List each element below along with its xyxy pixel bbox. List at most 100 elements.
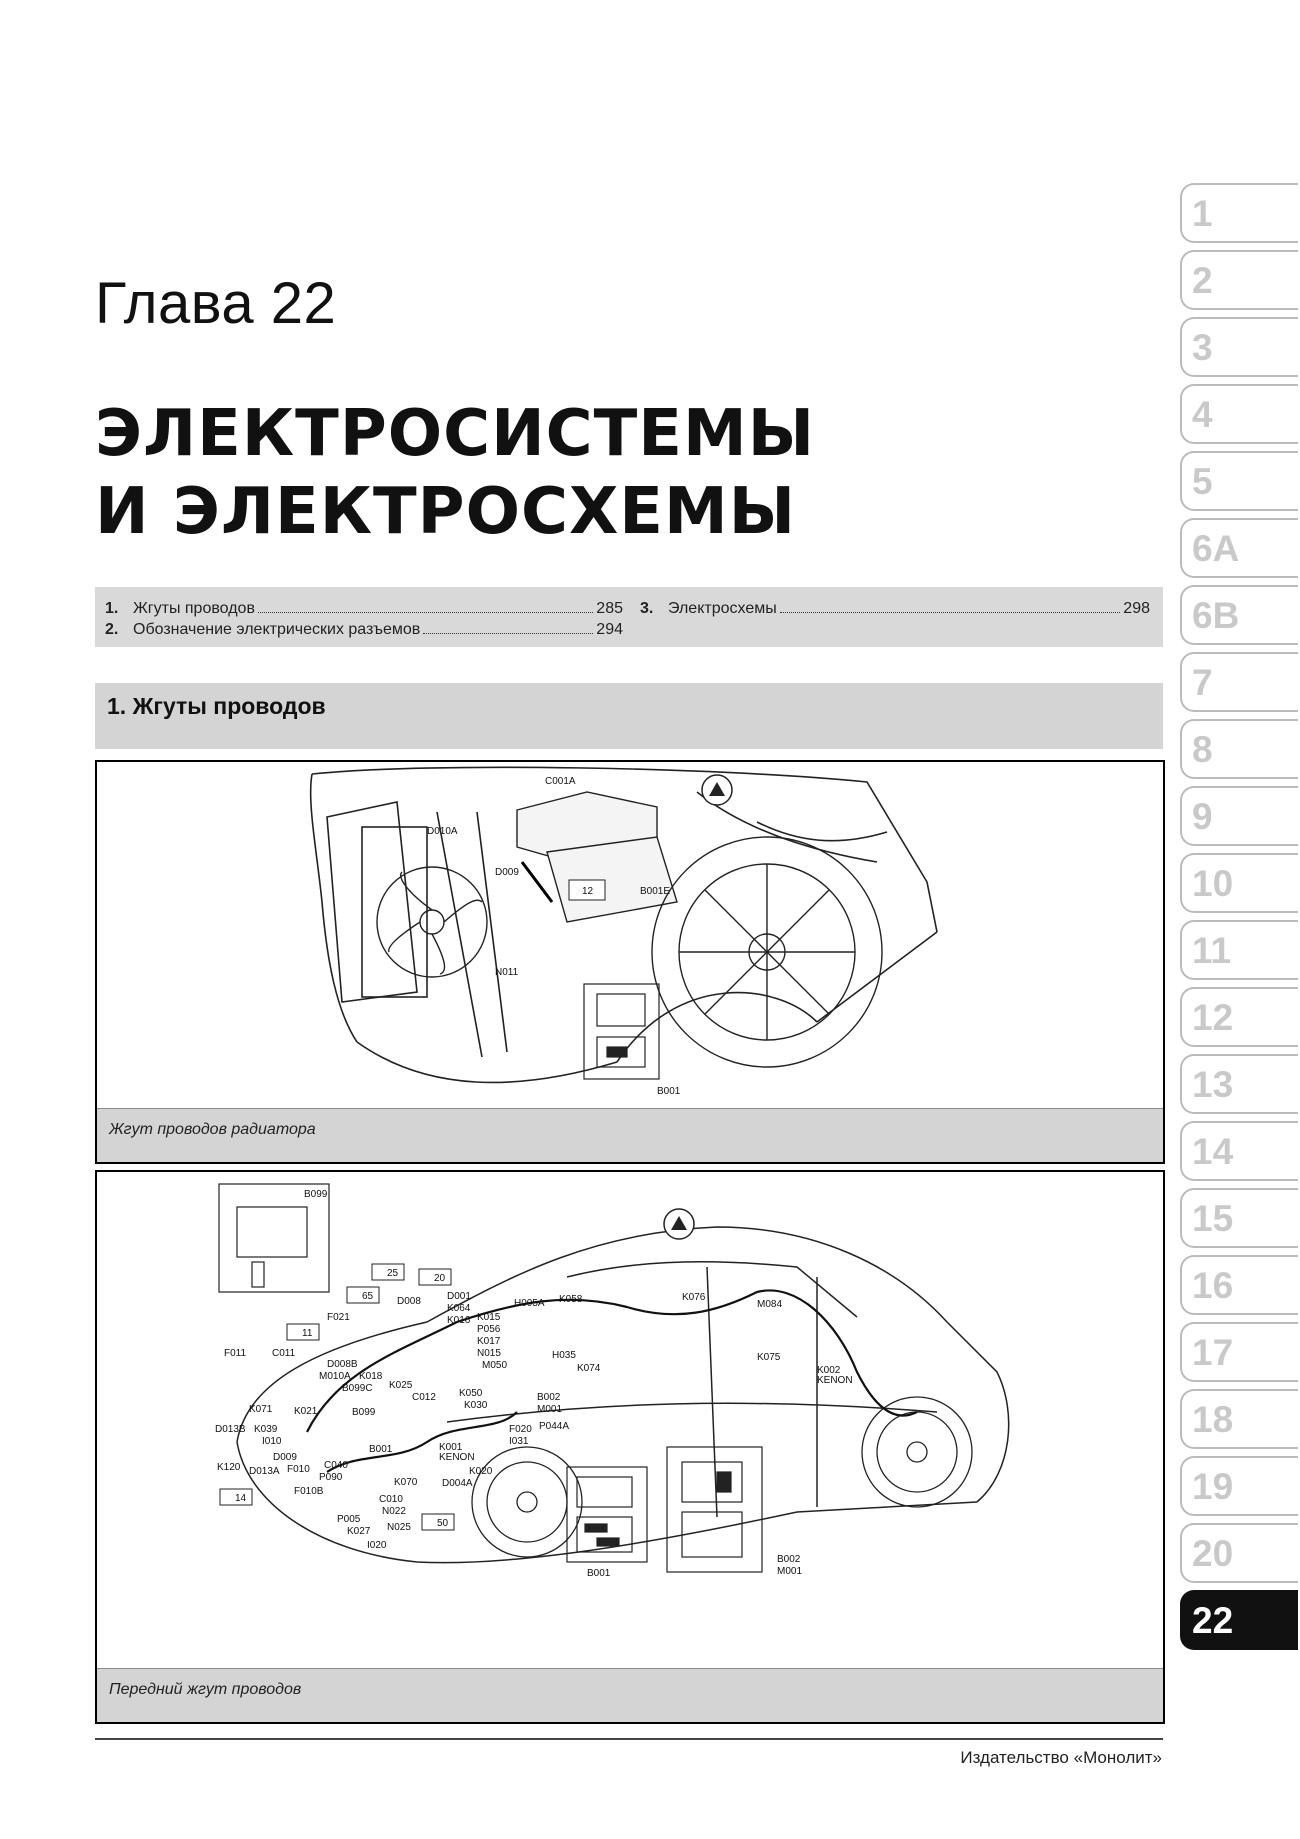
chapter-tab[interactable]: 4 bbox=[1180, 384, 1298, 444]
label-k018: K018 bbox=[359, 1371, 383, 1382]
label-p090: P090 bbox=[319, 1472, 343, 1483]
label-m001: M001 bbox=[537, 1404, 562, 1415]
ref-11-label: 11 bbox=[302, 1328, 313, 1339]
label-k120: K120 bbox=[217, 1462, 241, 1473]
chapter-tab[interactable]: 6A bbox=[1180, 518, 1298, 578]
chapter-tab[interactable]: 13 bbox=[1180, 1054, 1298, 1114]
ref-65-label: 65 bbox=[362, 1291, 374, 1302]
chapter-tab[interactable]: 1 bbox=[1180, 183, 1298, 243]
callout-arrow bbox=[520, 861, 554, 903]
toc-item-title: Электросхемы bbox=[668, 600, 777, 617]
ref-25-label: 25 bbox=[387, 1268, 399, 1279]
label-k075: K075 bbox=[757, 1352, 781, 1363]
table-of-contents: 1. Жгуты проводов 285 2. Обозначение эле… bbox=[95, 587, 1163, 647]
label-b001: B001 bbox=[657, 1086, 681, 1097]
label-b001-box: B001 bbox=[587, 1568, 611, 1579]
car-outline bbox=[236, 1226, 1010, 1564]
label-c012: C012 bbox=[412, 1392, 436, 1403]
ref-box-12 bbox=[568, 879, 606, 901]
label-f011: F011 bbox=[224, 1348, 246, 1359]
chapter-tab[interactable]: 15 bbox=[1180, 1188, 1298, 1248]
chapter-title: ЭЛЕКТРОСИСТЕМЫ И ЭЛЕКТРОСХЕМЫ bbox=[95, 395, 1145, 551]
label-k050: K050 bbox=[459, 1388, 483, 1399]
label-d010a: D010A bbox=[427, 826, 458, 837]
ref-14-label: 14 bbox=[235, 1493, 247, 1504]
chapter-tab[interactable]: 11 bbox=[1180, 920, 1298, 980]
label-k017: K017 bbox=[477, 1336, 501, 1347]
figure-caption: Жгут проводов радиатора bbox=[97, 1108, 1163, 1162]
label-k016: K016 bbox=[447, 1315, 471, 1326]
toc-item[interactable]: 3. Электросхемы 298 bbox=[640, 600, 1150, 618]
label-k021: K021 bbox=[294, 1406, 318, 1417]
label-k025: K025 bbox=[389, 1380, 413, 1391]
label-d013a: D013A bbox=[249, 1466, 280, 1477]
front-wheel bbox=[651, 836, 883, 1068]
chapter-tab[interactable]: 3 bbox=[1180, 317, 1298, 377]
label-k070: K070 bbox=[394, 1477, 418, 1488]
label-kenon-rear: KENON bbox=[817, 1375, 853, 1386]
wiring-harness-branch bbox=[326, 1411, 518, 1473]
figure-caption: Передний жгут проводов bbox=[97, 1668, 1163, 1722]
toc-item-number: 3. bbox=[640, 600, 654, 617]
label-d004a: D004A bbox=[442, 1478, 473, 1489]
label-c010: C010 bbox=[379, 1494, 403, 1505]
label-d013b: D013B bbox=[215, 1424, 246, 1435]
footer-rule bbox=[95, 1738, 1163, 1740]
chapter-tab[interactable]: 12 bbox=[1180, 987, 1298, 1047]
front-wheel bbox=[471, 1446, 583, 1558]
chapter-tab[interactable]: 7 bbox=[1180, 652, 1298, 712]
label-h035: H035 bbox=[552, 1350, 576, 1361]
chapter-tab[interactable]: 18 bbox=[1180, 1389, 1298, 1449]
label-d001: D001 bbox=[447, 1291, 471, 1302]
rear-wheel bbox=[861, 1396, 973, 1508]
label-f021: F021 bbox=[327, 1312, 350, 1323]
label-f010: F010 bbox=[287, 1464, 310, 1475]
toc-item[interactable]: 2. Обозначение электрических разъемов 29… bbox=[105, 621, 623, 639]
chapter-tab[interactable]: 8 bbox=[1180, 719, 1298, 779]
ref-20-label: 20 bbox=[434, 1273, 446, 1284]
chapter-tab[interactable]: 5 bbox=[1180, 451, 1298, 511]
connector-b002-detail bbox=[666, 1446, 763, 1573]
label-k027: K027 bbox=[347, 1526, 371, 1537]
brand-logo-icon bbox=[701, 774, 733, 806]
chapter-tab[interactable]: 16 bbox=[1180, 1255, 1298, 1315]
label-n025: N025 bbox=[387, 1522, 411, 1533]
connector-b001-detail bbox=[566, 1466, 648, 1563]
chapter-tab[interactable]: 9 bbox=[1180, 786, 1298, 846]
label-i020: I020 bbox=[367, 1540, 387, 1551]
radiator-fan bbox=[376, 866, 488, 978]
ref-boxes bbox=[219, 1263, 455, 1531]
label-m084: M084 bbox=[757, 1299, 782, 1310]
chapter-tab-active[interactable]: 22 bbox=[1180, 1590, 1298, 1650]
section-header: 1. Жгуты проводов bbox=[95, 683, 1163, 749]
label-k064: K064 bbox=[447, 1303, 471, 1314]
chapter-tab[interactable]: 20 bbox=[1180, 1523, 1298, 1583]
toc-item-title: Жгуты проводов bbox=[133, 600, 255, 617]
label-b099c: B099C bbox=[342, 1383, 373, 1394]
toc-item[interactable]: 1. Жгуты проводов 285 bbox=[105, 600, 623, 618]
chapter-tab[interactable]: 19 bbox=[1180, 1456, 1298, 1516]
label-k015: K015 bbox=[477, 1312, 501, 1323]
chapter-tab[interactable]: 2 bbox=[1180, 250, 1298, 310]
label-b099: B099 bbox=[304, 1189, 328, 1200]
figure-caption-text: Передний жгут проводов bbox=[109, 1681, 302, 1698]
toc-item-title: Обозначение электрических разъемов bbox=[133, 621, 421, 638]
chapter-tab[interactable]: 6B bbox=[1180, 585, 1298, 645]
label-d009: D009 bbox=[273, 1452, 297, 1463]
toc-leader bbox=[423, 621, 594, 634]
chapter-title-line2: И ЭЛЕКТРОСХЕМЫ bbox=[95, 475, 796, 549]
toc-item-page: 294 bbox=[596, 621, 623, 638]
label-d009: D009 bbox=[495, 867, 519, 878]
figure-caption-text: Жгут проводов радиатора bbox=[109, 1121, 316, 1138]
section-title: 1. Жгуты проводов bbox=[107, 693, 326, 719]
label-d008: D008 bbox=[397, 1296, 421, 1307]
radiator-harness-diagram: 12 C001A D010A D009 N011 B001E B001 bbox=[309, 766, 938, 1097]
label-b001-engine: B001 bbox=[369, 1444, 393, 1455]
ref-50-label: 50 bbox=[437, 1518, 449, 1529]
chapter-tab[interactable]: 10 bbox=[1180, 853, 1298, 913]
toc-leader bbox=[779, 600, 1121, 613]
chapter-tab[interactable]: 17 bbox=[1180, 1322, 1298, 1382]
label-n022: N022 bbox=[382, 1506, 406, 1517]
chapter-tab[interactable]: 14 bbox=[1180, 1121, 1298, 1181]
label-k002: K002 bbox=[817, 1365, 841, 1376]
